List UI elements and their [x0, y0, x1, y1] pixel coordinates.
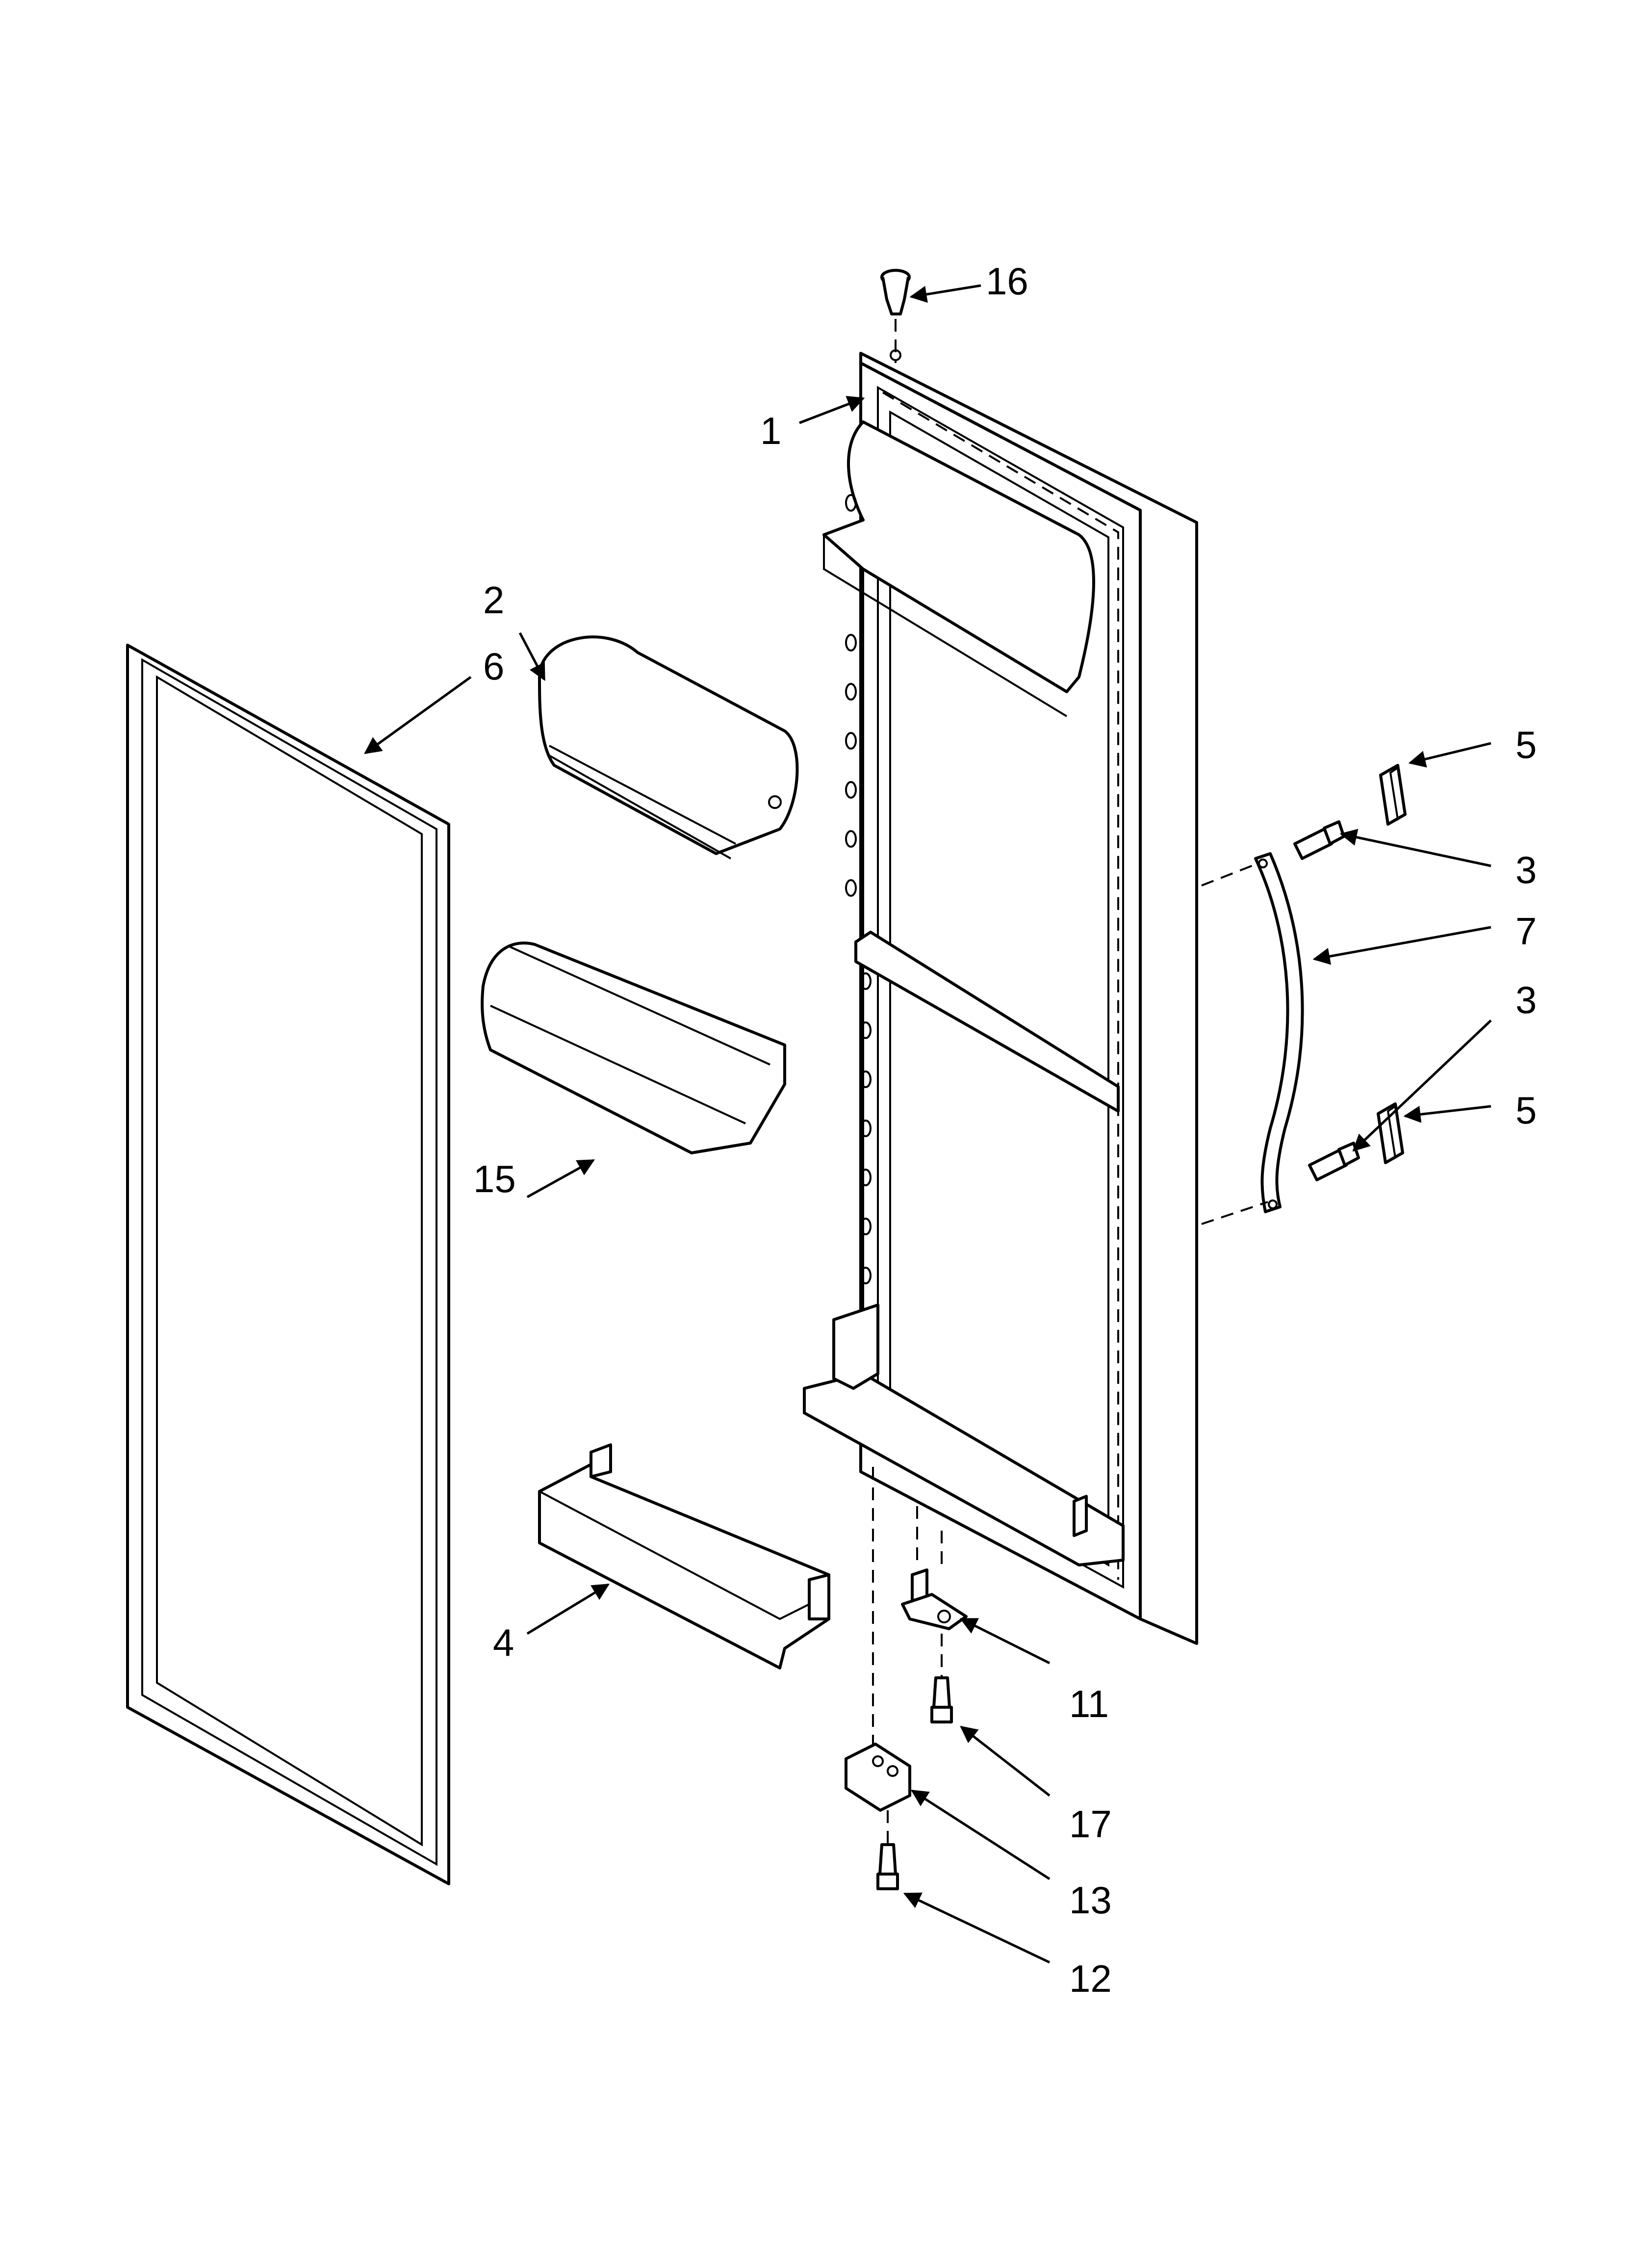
callout-5-top: 5 [1515, 723, 1537, 766]
handle-screw-bottom [1308, 1142, 1360, 1181]
hinge-bracket [845, 1467, 911, 1845]
callout-2: 2 [483, 578, 504, 622]
callout-1: 1 [760, 409, 781, 452]
callout-15: 15 [473, 1157, 516, 1200]
door-liner [803, 352, 1198, 1645]
callout-4: 4 [493, 1621, 514, 1664]
callout-11: 11 [1069, 1682, 1109, 1725]
door-handle [1201, 852, 1304, 1225]
handle-cap-bottom [1377, 1102, 1404, 1164]
callout-16: 16 [986, 260, 1028, 303]
handle-screw-top [1293, 820, 1345, 860]
hinge-screw [930, 1676, 953, 1723]
door-gasket [126, 644, 450, 1885]
leader-lines [364, 284, 1492, 1964]
door-bin [481, 941, 786, 1154]
door-shelf [538, 1443, 830, 1669]
door-stop-pin [880, 269, 911, 363]
callout-3-bottom: 3 [1515, 978, 1537, 1021]
callout-17: 17 [1069, 1802, 1112, 1846]
callout-5-bottom: 5 [1515, 1089, 1537, 1132]
callout-7: 7 [1515, 910, 1537, 953]
handle-cap-top [1379, 764, 1407, 826]
callout-13: 13 [1069, 1878, 1112, 1922]
dairy-compartment-door [538, 635, 799, 860]
callout-12: 12 [1069, 1957, 1112, 2000]
bracket-screw [876, 1843, 899, 1890]
callout-6: 6 [483, 645, 504, 688]
hinge-pin [901, 1506, 968, 1678]
shelf-holes [845, 494, 872, 1284]
callout-3-top: 3 [1515, 848, 1537, 891]
